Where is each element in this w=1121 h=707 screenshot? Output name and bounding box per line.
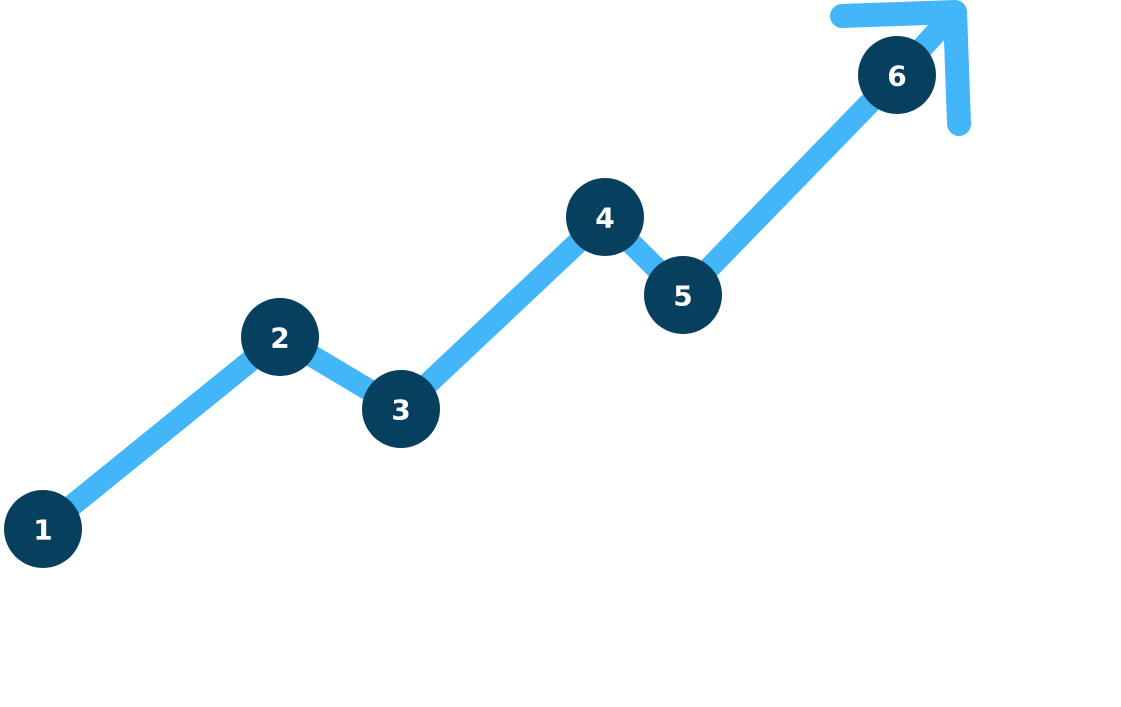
step-node-1: 1 <box>4 490 82 568</box>
step-circle <box>362 370 440 448</box>
step-label: 1 <box>33 514 52 547</box>
step-circle <box>241 298 319 376</box>
step-node-3: 3 <box>362 370 440 448</box>
step-label: 5 <box>673 280 692 313</box>
arrow-head-icon <box>830 0 971 136</box>
step-node-2: 2 <box>241 298 319 376</box>
step-nodes: 1 2 3 4 5 6 <box>4 36 936 568</box>
step-circle <box>4 490 82 568</box>
step-label: 4 <box>595 202 614 235</box>
step-node-6: 6 <box>858 36 936 114</box>
step-circle <box>566 178 644 256</box>
step-label: 3 <box>391 394 410 427</box>
path-segment-3-4 <box>390 206 616 420</box>
path-segment-5-6 <box>672 64 908 306</box>
step-label: 2 <box>270 322 289 355</box>
step-node-5: 5 <box>644 256 722 334</box>
step-label: 6 <box>887 60 906 93</box>
step-circle <box>644 256 722 334</box>
path-segment-1-2 <box>32 326 291 540</box>
arrow-head-stroke <box>830 0 971 136</box>
path-line-group <box>32 1 966 540</box>
step-circle <box>858 36 936 114</box>
step-node-4: 4 <box>566 178 644 256</box>
